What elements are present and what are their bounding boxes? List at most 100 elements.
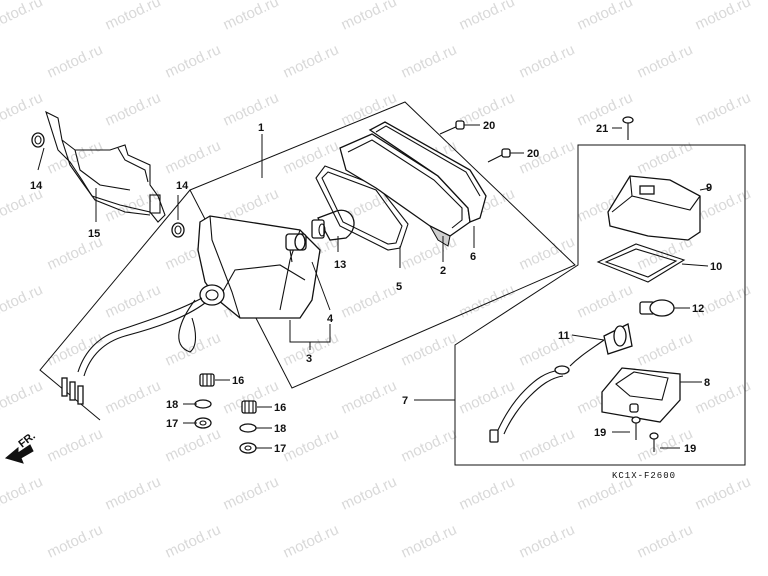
license-socket: [569, 323, 633, 367]
callout-7: 7: [402, 395, 408, 407]
watermark-text: motod.ru: [221, 89, 282, 129]
screw-20-top: [439, 120, 465, 135]
callout-18-a: 18: [166, 399, 178, 411]
watermark-text: motod.ru: [45, 521, 106, 561]
watermark-text: motod.ru: [339, 281, 400, 321]
watermark-text: motod.ru: [103, 0, 164, 34]
license-light-cover: [607, 175, 701, 241]
watermark-text: motod.ru: [399, 233, 460, 273]
watermark-text: motod.ru: [693, 0, 754, 34]
watermark-text: motod.ru: [281, 425, 342, 465]
front-direction-arrow: [4, 444, 34, 464]
watermark-text: motod.ru: [517, 137, 578, 177]
watermark-text: motod.ru: [103, 473, 164, 513]
watermark-text: motod.ru: [281, 41, 342, 81]
leader-lines: [37, 124, 711, 449]
callout-20-bottom: 20: [527, 148, 539, 160]
washer-17-a: [194, 417, 212, 429]
watermark-text: motod.ru: [517, 425, 578, 465]
wiring-harness: [61, 297, 206, 405]
lens-gasket: [315, 165, 409, 251]
watermark-text: motod.ru: [221, 473, 282, 513]
watermark-text: motod.ru: [635, 41, 696, 81]
callout-16-a: 16: [232, 375, 244, 387]
watermark-text: motod.ru: [575, 0, 636, 34]
screw-21: [622, 116, 634, 140]
watermark-text: motod.ru: [399, 329, 460, 369]
watermark-text: motod.ru: [399, 41, 460, 81]
washer-18-b: [239, 423, 257, 433]
watermark-text: motod.ru: [45, 329, 106, 369]
watermark-text: motod.ru: [103, 281, 164, 321]
license-bulb: [639, 299, 675, 317]
watermark-text: motod.ru: [575, 281, 636, 321]
watermark-text: motod.ru: [693, 377, 754, 417]
callout-20-top: 20: [483, 120, 495, 132]
watermark-text: motod.ru: [163, 137, 224, 177]
watermark-text: motod.ru: [399, 521, 460, 561]
license-light-gasket: [596, 243, 686, 283]
callout-14-bottom: 14: [176, 180, 189, 192]
bulb: [311, 209, 355, 241]
callout-3: 3: [306, 353, 312, 365]
bulb-socket: [285, 233, 307, 263]
watermark-text: motod.ru: [0, 281, 45, 321]
headlight-housing: [197, 215, 321, 319]
watermark-text: motod.ru: [517, 41, 578, 81]
assembly-outline-left: [189, 101, 576, 389]
screw-20-bottom: [487, 148, 511, 163]
watermark-text: motod.ru: [457, 281, 518, 321]
watermark-text: motod.ru: [103, 377, 164, 417]
watermark-text: motod.ru: [0, 377, 45, 417]
callout-4: 4: [327, 313, 334, 325]
watermark-text: motod.ru: [635, 137, 696, 177]
watermark-text: motod.ru: [339, 0, 400, 34]
watermark-text: motod.ru: [0, 473, 45, 513]
bracket: [45, 110, 166, 223]
screw-19-b: [649, 432, 659, 452]
watermark-text: motod.ru: [221, 0, 282, 34]
assembly-outline-right: [454, 144, 746, 466]
callout-6: 6: [470, 251, 476, 263]
license-wiring: [489, 365, 570, 443]
callout-2: 2: [440, 265, 446, 277]
watermark-text: motod.ru: [339, 89, 400, 129]
callout-15: 15: [88, 228, 100, 240]
watermark-text: motod.ru: [693, 281, 754, 321]
watermark-text: motod.ru: [103, 89, 164, 129]
watermark-text: motod.ru: [163, 521, 224, 561]
watermark-text: motod.ru: [281, 137, 342, 177]
callout-9: 9: [706, 182, 712, 194]
watermark-text: motod.ru: [693, 185, 754, 225]
callout-5: 5: [396, 281, 402, 293]
license-housing: [601, 367, 681, 423]
watermark-text: motod.ru: [281, 521, 342, 561]
callout-11: 11: [558, 330, 570, 342]
callout-14-top: 14: [30, 180, 43, 192]
washer-18-a: [194, 399, 212, 409]
watermark-text: motod.ru: [163, 41, 224, 81]
diagram-code: KC1X-F2600: [612, 471, 676, 481]
watermark-text: motod.ru: [0, 0, 45, 34]
callout-19-a: 19: [594, 427, 606, 439]
callout-16-b: 16: [274, 402, 286, 414]
callout-17-b: 17: [274, 443, 286, 455]
watermark-text: motod.ru: [45, 425, 106, 465]
watermark-text: motod.ru: [457, 0, 518, 34]
grommet-bottom: [171, 222, 185, 238]
callout-1: 1: [258, 122, 264, 134]
watermark-text: motod.ru: [517, 521, 578, 561]
watermark-text: motod.ru: [635, 329, 696, 369]
lens-assembly: [339, 121, 487, 247]
watermark-text: motod.ru: [457, 473, 518, 513]
screw-19-a: [631, 416, 641, 440]
watermark-text: motod.ru: [339, 377, 400, 417]
callout-13: 13: [334, 259, 346, 271]
watermark-text: motod.ru: [163, 425, 224, 465]
nut-16-b: [241, 400, 257, 414]
callout-10: 10: [710, 261, 722, 273]
watermark-text: motod.ru: [339, 473, 400, 513]
callout-21: 21: [596, 123, 608, 135]
